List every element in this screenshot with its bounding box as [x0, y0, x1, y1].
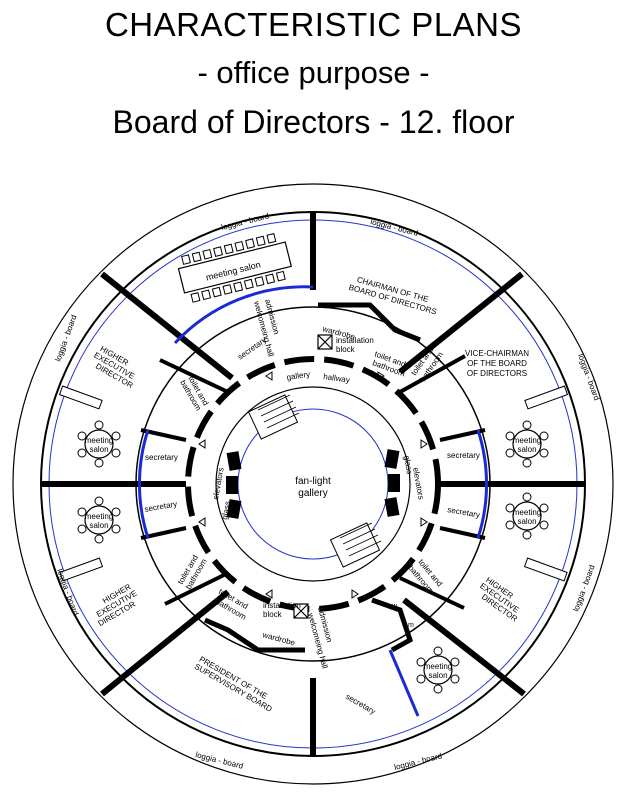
radial-walls — [41, 212, 585, 756]
door-markers — [198, 371, 428, 599]
svg-text:glass: glass — [220, 500, 232, 520]
salon-label-1: salon — [89, 445, 108, 454]
fanlight-label-2: gallery — [298, 488, 327, 499]
svg-text:secretary: secretary — [144, 499, 178, 514]
svg-text:secretary: secretary — [344, 692, 377, 716]
svg-text:wardrobe: wardrobe — [261, 630, 297, 648]
fanlight-label-1: fan-light — [295, 476, 331, 487]
svg-text:OF DIRECTORS: OF DIRECTORS — [467, 369, 527, 378]
svg-text:m: m — [408, 622, 414, 629]
core-labels: gallery hallway elevators glass glass el… — [211, 370, 425, 521]
gallery-ring — [215, 386, 411, 582]
elevators-left — [226, 451, 242, 519]
svg-text:loggia - board: loggia - board — [195, 750, 245, 771]
meeting-label-3: meeting — [513, 436, 541, 445]
core-walls — [204, 302, 421, 653]
secondary-walls — [140, 354, 486, 610]
svg-text:loggia - board: loggia - board — [393, 751, 443, 772]
blue-partition-top — [173, 285, 314, 345]
svg-text:gallery: gallery — [286, 370, 311, 382]
svg-text:loggia - board: loggia - board — [576, 353, 601, 402]
svg-text:secretary: secretary — [145, 453, 178, 462]
svg-text:OF THE BOARD: OF THE BOARD — [467, 359, 527, 368]
svg-text:elevators: elevators — [211, 467, 226, 501]
meeting-chairs — [77, 420, 549, 694]
svg-text:loggia - board: loggia - board — [53, 314, 78, 363]
blue-partition-right — [476, 429, 489, 539]
hallway-wall — [185, 356, 441, 612]
desks — [58, 385, 569, 582]
svg-text:installation: installation — [263, 601, 301, 610]
svg-text:block: block — [336, 345, 356, 354]
svg-text:w: w — [391, 603, 398, 610]
salon-label-2: salon — [89, 521, 108, 530]
stairs — [247, 394, 381, 568]
meeting-label-4: meeting — [513, 508, 541, 517]
salon-label-5: salon — [428, 671, 447, 680]
blue-partition-bottom — [388, 649, 420, 717]
svg-text:secretary: secretary — [447, 505, 481, 520]
meeting-salon-top: meeting salon — [177, 232, 292, 303]
blue-partition-left — [137, 429, 150, 539]
page-subtitle: - office purpose - — [197, 55, 430, 90]
meeting-label-1: meeting — [85, 436, 113, 445]
svg-text:installation: installation — [336, 336, 374, 345]
meeting-tables — [84, 429, 542, 685]
meeting-label-5: meeting — [424, 662, 452, 671]
svg-text:glass: glass — [402, 455, 414, 475]
svg-text:VICE-CHAIRMAN: VICE-CHAIRMAN — [465, 349, 529, 358]
svg-text:loggia - board: loggia - board — [370, 217, 420, 238]
svg-text:SUPERVISORY BOARD: SUPERVISORY BOARD — [193, 662, 274, 714]
svg-text:hallway: hallway — [323, 372, 351, 385]
svg-text:elevators: elevators — [411, 467, 426, 501]
elevators-right — [384, 449, 400, 517]
svg-text:secretary: secretary — [447, 451, 480, 460]
svg-text:block: block — [263, 610, 283, 619]
svg-text:loggia - board: loggia - board — [571, 564, 596, 613]
installation-boxes — [293, 334, 333, 619]
page-title: CHARACTERISTIC PLANS — [104, 6, 523, 43]
salon-label-4: salon — [517, 517, 536, 526]
meeting-label-2: meeting — [85, 512, 113, 521]
stair-treads — [257, 394, 382, 557]
floor-title: Board of Directors - 12. floor — [112, 104, 515, 140]
salon-label-3: salon — [517, 445, 536, 454]
outer-ring — [12, 183, 614, 785]
